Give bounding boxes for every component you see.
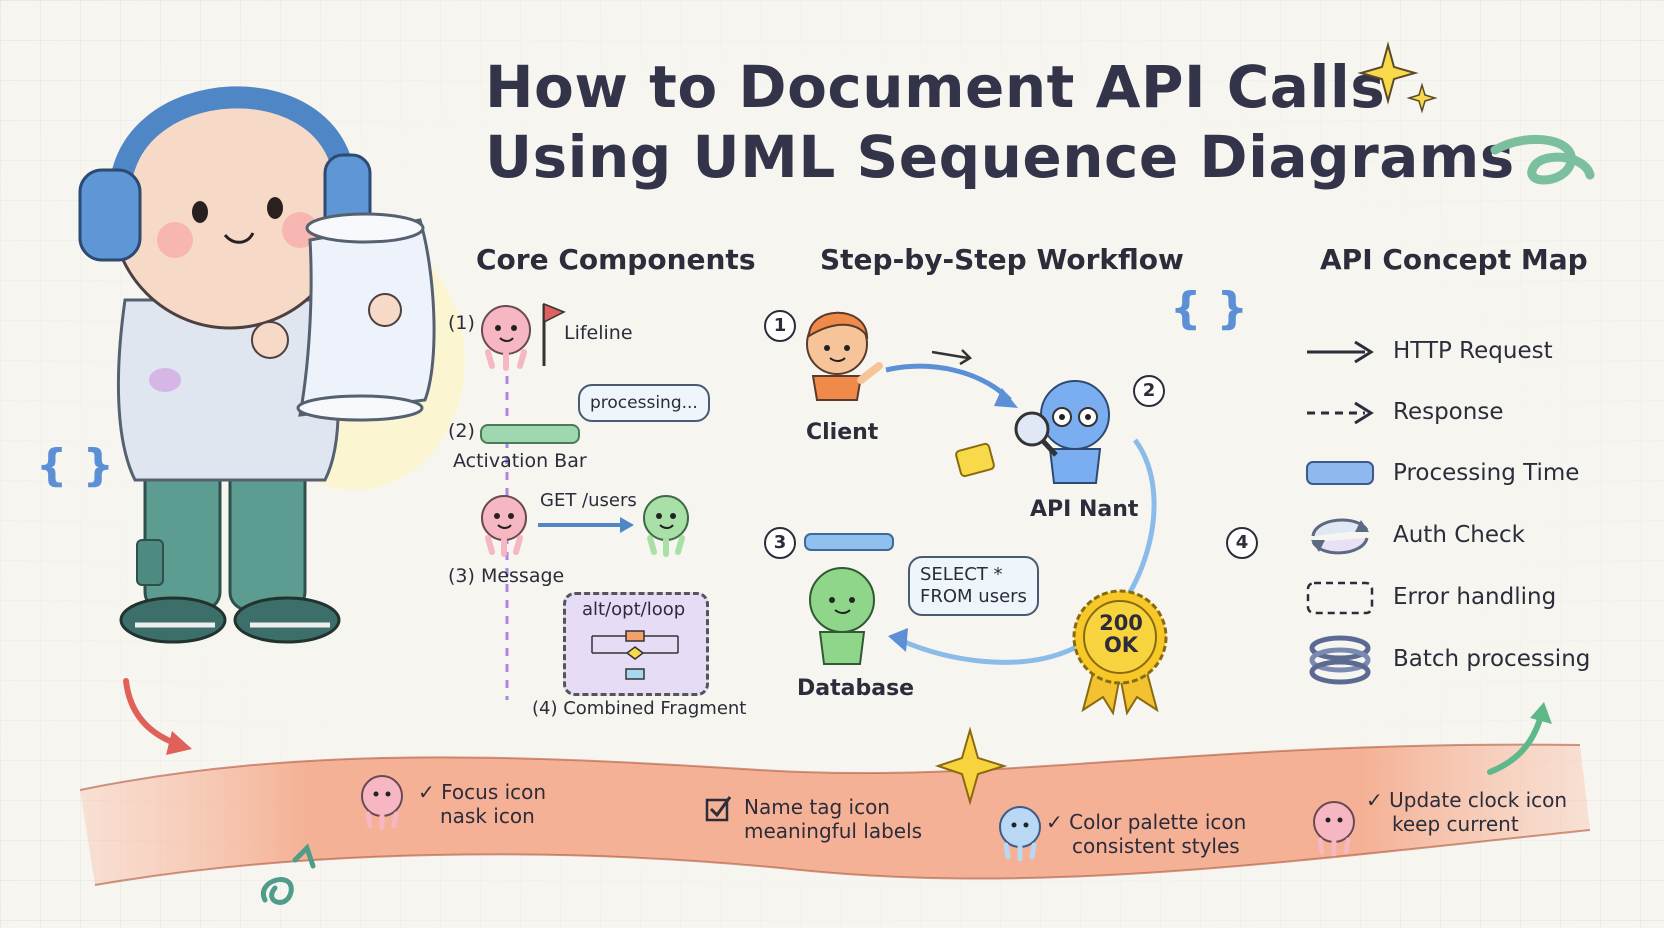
processing-bar	[804, 533, 894, 551]
legend-http-request: HTTP Request	[1305, 332, 1605, 372]
database-label: Database	[797, 676, 915, 701]
message-caption: (3) Message	[448, 565, 565, 587]
tip-1-line-2: nask icon	[440, 804, 535, 828]
tip-4-line-1: ✓ Update clock icon	[1366, 788, 1568, 812]
api-label: API Nant	[1030, 497, 1139, 522]
combined-fragment-box: alt/opt/loop	[563, 592, 709, 696]
tip-4-line-2: keep current	[1392, 812, 1519, 836]
tip-2: Name tag icon meaningful labels	[744, 795, 922, 843]
tip-2-line-2: meaningful labels	[744, 819, 923, 843]
heading-concept-map: API Concept Map	[1320, 243, 1588, 276]
step-4-marker: 4	[1226, 527, 1258, 559]
tip-2-line-1: Name tag icon	[744, 795, 890, 819]
fragment-label: alt/opt/loop	[582, 599, 686, 620]
title-line-2: Using UML Sequence Diagrams	[485, 123, 1515, 191]
legend-error-handling: Error handling	[1305, 578, 1605, 618]
request-arrow	[885, 349, 1018, 408]
legend-label: Auth Check	[1393, 522, 1525, 548]
step-1-marker: 1	[764, 310, 796, 342]
legend-response: Response	[1305, 393, 1605, 433]
curly-braces-icon: { }	[36, 440, 114, 491]
legend-label: Error handling	[1393, 584, 1557, 610]
client-character-icon	[806, 311, 883, 401]
badge-line-2: OK	[1103, 633, 1139, 657]
lifeline-label: Lifeline	[564, 322, 633, 344]
dashed-arrow-icon	[1307, 401, 1374, 425]
tip-4: ✓ Update clock icon keep current	[1366, 788, 1567, 836]
api-character-icon	[955, 380, 1110, 484]
database-character-icon	[809, 567, 875, 665]
activation-bar-shape	[480, 424, 580, 444]
pink-blob-icon-3	[361, 775, 403, 831]
flowchart-icon	[591, 630, 679, 680]
success-badge-icon	[1072, 589, 1168, 716]
legend-label: Response	[1393, 399, 1504, 425]
query-line-1: SELECT *	[920, 564, 1003, 585]
flag-icon	[542, 302, 566, 366]
pink-blob-icon-4	[1313, 801, 1355, 857]
badge-line-1: 200	[1099, 611, 1143, 635]
legend-batch-processing: Batch processing	[1305, 635, 1605, 685]
tip-3-line-2: consistent styles	[1072, 834, 1240, 858]
tip-1-line-1: ✓ Focus icon	[418, 780, 547, 804]
pink-blob-icon	[481, 305, 531, 371]
query-line-2: FROM users	[920, 586, 1027, 607]
headphone-character-illustration	[78, 86, 465, 644]
title-line-1: How to Document API Calls	[485, 53, 1386, 121]
page-title: How to Document API Calls Using UML Sequ…	[485, 52, 1515, 192]
client-label: Client	[806, 420, 879, 445]
message-label: GET /users	[540, 490, 637, 511]
stacked-rings-icon	[1309, 635, 1371, 685]
heading-core-components: Core Components	[476, 243, 756, 276]
fragment-caption: (4) Combined Fragment	[532, 698, 747, 719]
solid-arrow-icon	[1307, 340, 1374, 364]
heading-workflow: Step-by-Step Workflow	[820, 243, 1184, 276]
green-blob-icon	[643, 495, 689, 557]
legend-label: HTTP Request	[1393, 338, 1553, 364]
legend-auth-check: Auth Check	[1305, 516, 1605, 556]
success-badge-text: 200 OK	[1093, 612, 1149, 656]
teal-spiral-icon	[260, 843, 316, 905]
gold-sparkle-icon	[934, 726, 1008, 806]
sparkle-icon	[1357, 41, 1438, 114]
processing-bubble: processing...	[578, 384, 710, 422]
activation-number: (2)	[448, 420, 475, 442]
blue-bar-icon	[1306, 461, 1374, 485]
legend-label: Batch processing	[1393, 646, 1591, 672]
step-2-marker: 2	[1133, 375, 1165, 407]
dashed-box-icon	[1306, 581, 1374, 615]
legend-processing-time: Processing Time	[1305, 454, 1605, 494]
legend-label: Processing Time	[1393, 460, 1580, 486]
tip-1: ✓ Focus icon nask icon	[418, 780, 546, 828]
curly-braces-icon-2: { }	[1170, 283, 1248, 334]
red-curved-arrow-icon	[123, 678, 192, 755]
step-3-marker: 3	[764, 527, 796, 559]
green-curved-arrow-icon	[1487, 702, 1552, 775]
tip-3-line-1: ✓ Color palette icon	[1046, 810, 1247, 834]
checkbox-icon	[705, 796, 732, 822]
activation-label: Activation Bar	[453, 450, 587, 472]
blue-blob-icon	[999, 806, 1041, 862]
pink-blob-icon-2	[481, 495, 527, 557]
tip-3: ✓ Color palette icon consistent styles	[1046, 810, 1246, 858]
swirl-icon	[1490, 134, 1595, 185]
message-arrow	[538, 517, 634, 533]
cycle-arrows-icon	[1311, 518, 1369, 555]
query-bubble: SELECT * FROM users	[908, 556, 1039, 616]
lifeline-number: (1)	[448, 312, 475, 334]
